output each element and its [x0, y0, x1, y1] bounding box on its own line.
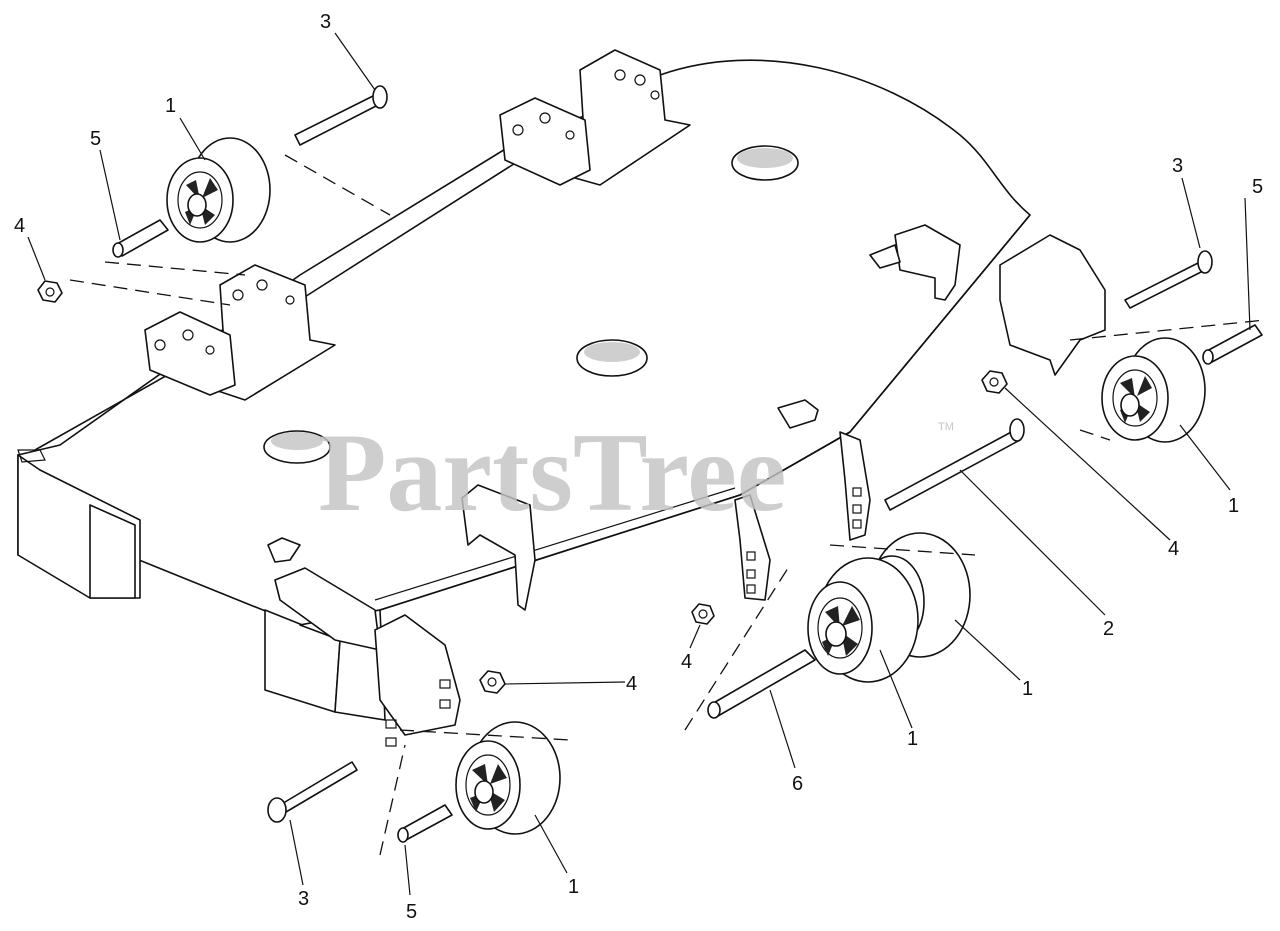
callout-6: 6	[792, 773, 803, 795]
callout-5-bottom: 5	[406, 901, 417, 923]
rod	[884, 418, 1025, 511]
spacers	[112, 219, 1263, 843]
callout-5-right: 5	[1252, 176, 1263, 198]
leader-lines	[27, 32, 1251, 896]
callout-1-bottom: 1	[568, 876, 579, 898]
deck-brackets	[144, 49, 1106, 747]
callout-2: 2	[1103, 618, 1114, 640]
assembly-lines	[69, 154, 1266, 856]
roller-right	[1101, 337, 1206, 443]
nuts	[37, 280, 1008, 694]
callout-4-right: 4	[1168, 538, 1179, 560]
callout-5-top-left: 5	[90, 128, 101, 150]
axle-tube	[709, 649, 816, 717]
bolts	[267, 85, 1213, 823]
callout-1-mid-outer: 1	[1022, 678, 1033, 700]
callout-3-right: 3	[1172, 155, 1183, 177]
callout-1-mid-inner: 1	[907, 728, 918, 750]
watermark-text: PartsTree	[318, 411, 787, 535]
callout-4-center: 4	[681, 651, 692, 673]
callout-4-left: 4	[14, 215, 25, 237]
callout-4-front: 4	[626, 673, 637, 695]
callout-1-right: 1	[1228, 495, 1239, 517]
roller-top-left	[166, 137, 271, 243]
callout-3-bottom: 3	[298, 888, 309, 910]
spindle-openings	[263, 145, 799, 464]
roller-mid-inner	[807, 557, 919, 683]
roller-bottom	[455, 721, 561, 835]
callouts: 3 1 5 4 3 5 1 4 2 1 1 4 4 6 3 5 1	[14, 11, 1263, 923]
callout-1-top-left: 1	[165, 95, 176, 117]
watermark: PartsTree TM	[318, 411, 954, 535]
callout-3-top-left: 3	[320, 11, 331, 33]
roller-wheels	[166, 137, 1206, 835]
watermark-trademark: TM	[938, 421, 954, 433]
